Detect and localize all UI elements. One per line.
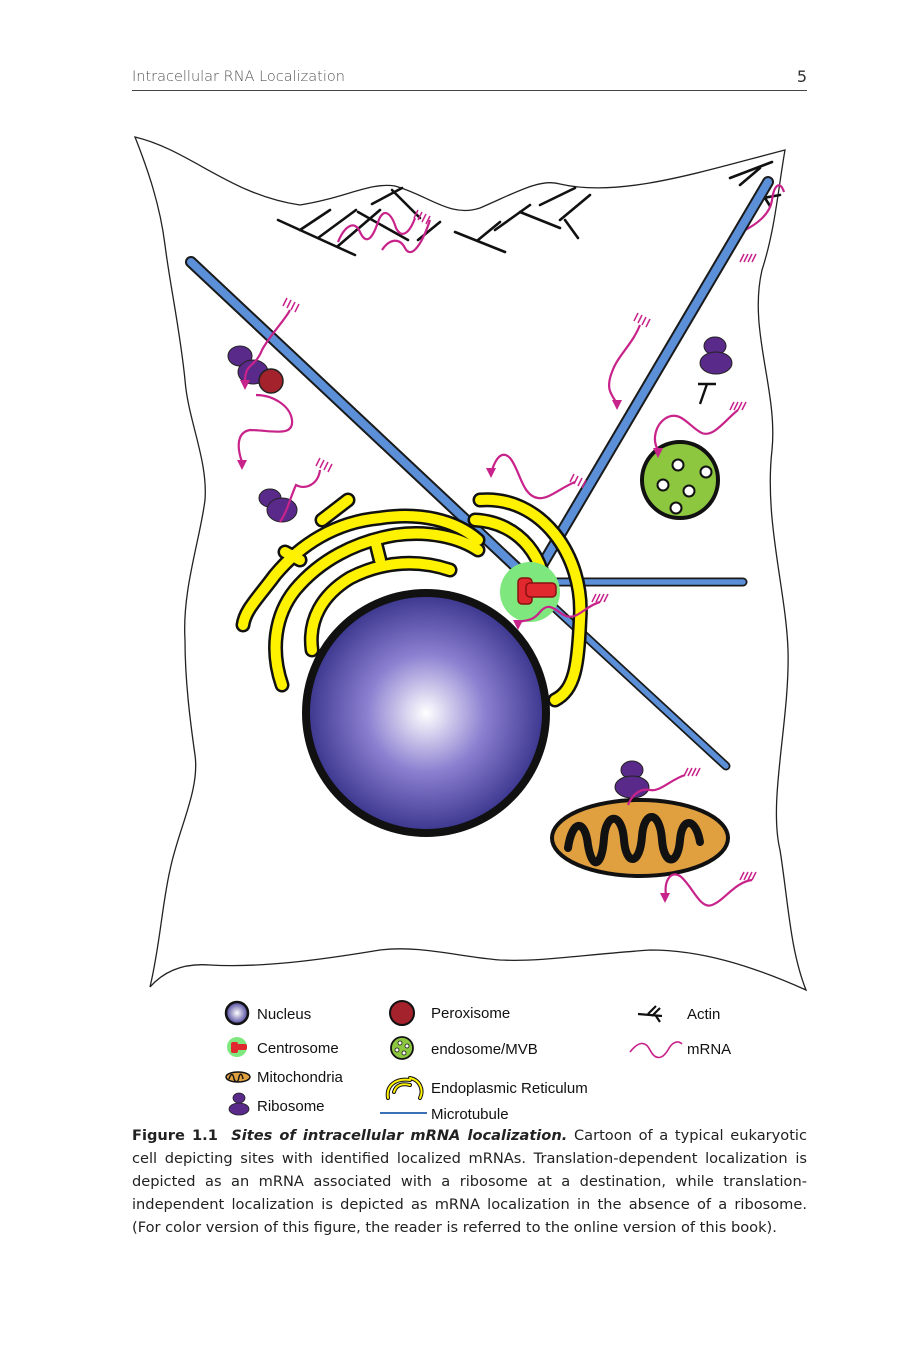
caption-title: Sites of intracellular mRNA localization…: [231, 1127, 567, 1144]
legend-label: Actin: [687, 1006, 720, 1023]
legend-item-er: Endoplasmic Reticulum: [388, 1078, 588, 1098]
legend-label: mRNA: [687, 1041, 731, 1058]
legend-label: Centrosome: [257, 1040, 339, 1057]
legend-label: Peroxisome: [431, 1005, 510, 1022]
legend-item-centrosome: Centrosome: [227, 1037, 339, 1057]
legend-item-ribosome: Ribosome: [229, 1093, 325, 1115]
actin-icon: [638, 1006, 662, 1022]
mitochondrion: [552, 800, 728, 876]
nucleus: [306, 593, 546, 833]
legend-item-endosome: endosome/MVB: [391, 1037, 538, 1059]
caption-label: Figure 1.1: [132, 1127, 218, 1144]
endosome-icon: [391, 1037, 413, 1059]
legend-label: Microtubule: [431, 1106, 509, 1123]
endosome: [642, 442, 718, 518]
legend-label: Mitochondria: [257, 1069, 344, 1086]
cell-figure: Nucleus Peroxisome Actin Centrosome: [0, 0, 900, 1130]
legend-item-microtubule: Microtubule: [380, 1106, 509, 1123]
legend-label: Nucleus: [257, 1006, 311, 1023]
ribosome-icon: [229, 1093, 249, 1115]
legend-item-peroxisome: Peroxisome: [390, 1001, 510, 1025]
legend: Nucleus Peroxisome Actin Centrosome: [226, 1001, 731, 1123]
legend-item-nucleus: Nucleus: [226, 1002, 311, 1024]
er-icon: [388, 1078, 422, 1098]
mitochondria-icon: [226, 1072, 250, 1082]
legend-label: endosome/MVB: [431, 1041, 538, 1058]
legend-item-actin: Actin: [638, 1006, 720, 1023]
legend-item-mrna: mRNA: [630, 1041, 731, 1058]
centrosome-icon: [227, 1037, 247, 1057]
figure-caption: Figure 1.1 Sites of intracellular mRNA l…: [132, 1124, 807, 1239]
mrna-icon: [630, 1042, 682, 1058]
legend-label: Endoplasmic Reticulum: [431, 1080, 588, 1097]
peroxisome: [259, 369, 283, 393]
peroxisome-icon: [390, 1001, 414, 1025]
centrosome: [500, 562, 560, 622]
legend-label: Ribosome: [257, 1098, 325, 1115]
legend-item-mitochondria: Mitochondria: [226, 1069, 344, 1086]
nucleus-icon: [226, 1002, 248, 1024]
